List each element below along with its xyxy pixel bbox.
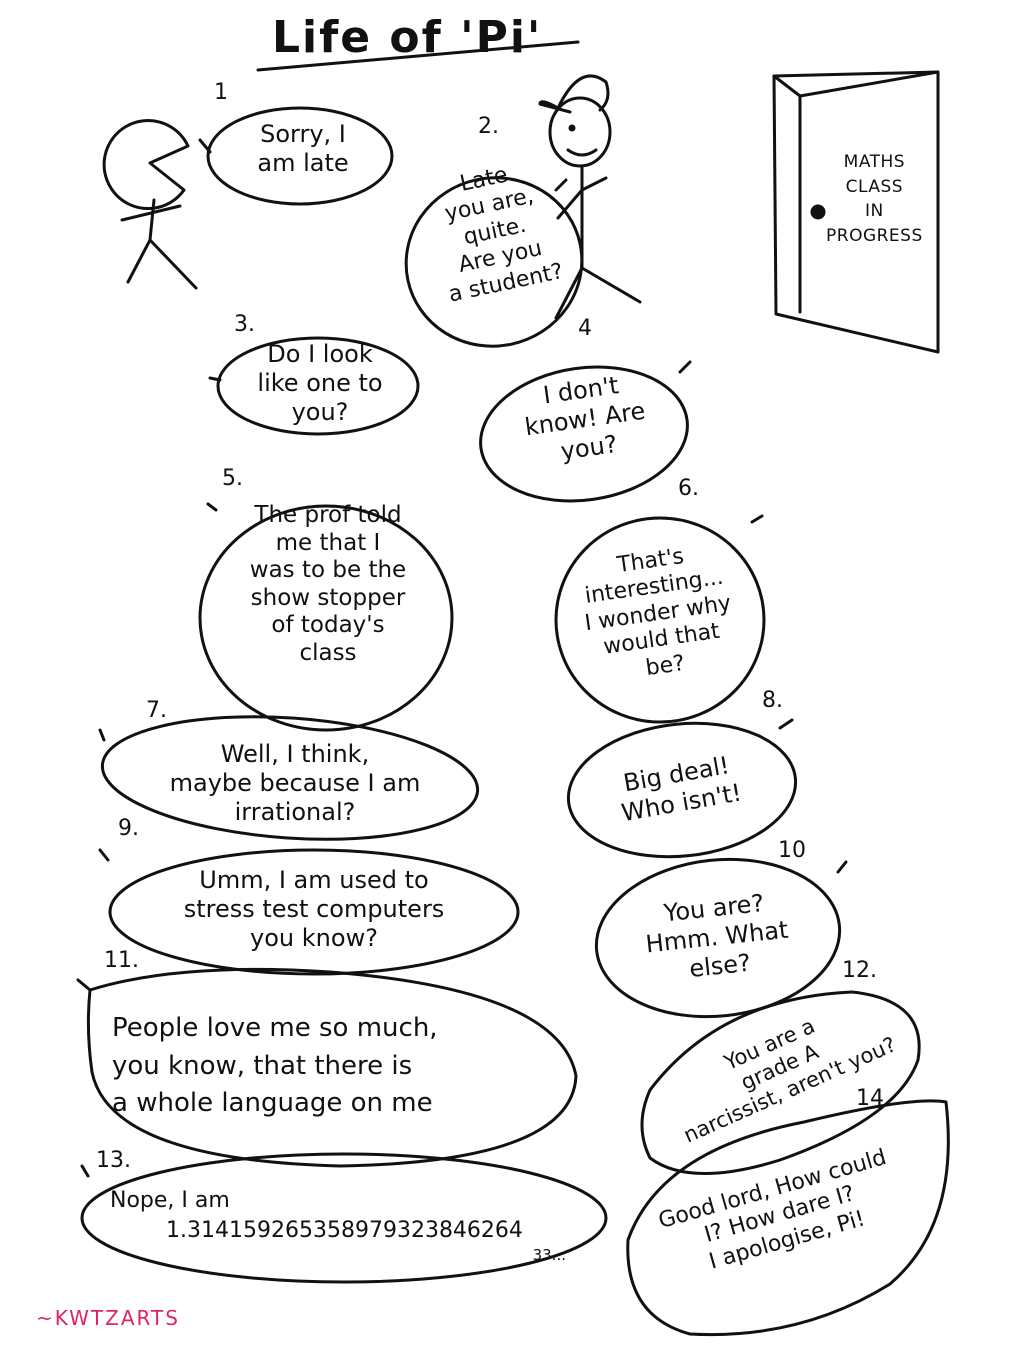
bubble-line: People love me so much, [112,1013,438,1043]
bubble-3-text: Do I look like one to you? [232,340,408,426]
bubble-9-outline [108,848,520,976]
bubble-line: 33... [532,1246,566,1265]
bubble-line: am late [257,148,349,177]
bubble-8-outline [566,721,798,859]
bubble-line: a whole language on me [112,1088,433,1119]
panel-number: 2. [478,114,499,139]
panel-number: 5. [222,466,243,491]
bubble-line: irrational? [234,797,356,826]
door-sign-line: PROGRESS [826,225,923,246]
bubble-line: you know? [250,923,378,952]
bubble-line: you know, that there is [112,1050,413,1081]
panel-number: 7. [146,698,167,723]
page-title: Life of 'Pi' [272,12,543,63]
bubble-line: class [299,639,357,666]
bubble-line: Well, I think, [220,740,370,768]
bubble-line: was to be the [249,557,407,584]
bubble-line: 1.314159265358979323846264 [166,1217,523,1243]
bubble-1-text: Sorry, I am late [218,120,388,178]
bubble-14-outline [626,1099,950,1337]
bubble-11-text: People love me so much, you know, that t… [112,1010,562,1123]
speech-bubbles [76,106,950,1337]
door-sign-line: IN [865,201,884,222]
bubble-11-outline [86,967,578,1168]
pi-head-icon [102,119,190,211]
bubble-12-outline [640,990,921,1175]
door-sign-line: CLASS [845,176,904,197]
bubble-line: of today's [271,612,385,639]
panel-number: 12. [842,958,877,983]
panel-number: 3. [234,312,255,337]
bubble-2-outline [404,176,584,348]
professor-character [538,74,642,320]
bubble-line: maybe because I am [169,768,421,797]
bubble-3-outline [216,336,420,436]
bubble-line: like one to [257,368,383,397]
bubble-line: show stopper [250,584,406,611]
panel-number: 6. [678,476,699,501]
bubble-13-outline [80,1152,608,1284]
bubble-line: you? [291,397,349,426]
bubble-10-outline [594,857,842,1019]
panel-number: 10 [778,838,806,863]
door-sign: MATHS CLASS IN PROGRESS [826,150,923,249]
door-knob-icon [810,204,826,220]
panel-number: 13. [96,1148,131,1173]
artist-signature: ~KWTZARTS [36,1306,180,1330]
bubble-line: The prof told [254,502,402,528]
bubble-line: Sorry, I [260,120,346,148]
panel-number: 8. [762,688,783,713]
panel-number: 4 [578,316,592,341]
bubble-line: Do I look [267,340,373,368]
bubble-6-outline [554,516,766,724]
bubble-1-outline [206,106,394,206]
bubble-7-outline [100,715,480,841]
panel-number: 1 [214,80,228,105]
bubble-5-outline [198,504,454,732]
pi-character [102,119,198,290]
classroom-door [772,70,940,354]
bubble-line: Umm, I am used to [199,866,429,894]
bubble-line: stress test computers [183,894,445,923]
bubble-4-outline [479,365,689,503]
panel-number: 14 [856,1086,884,1111]
title-underline [256,40,580,72]
cap-icon [538,74,610,114]
bubble-5-text: The prof told me that I was to be the sh… [216,502,440,668]
door-sign-line: MATHS [843,152,906,172]
bubble-line: me that I [275,529,381,556]
bubble-6-text: That's interesting... I wonder why would… [548,534,768,693]
bubble-13-text: Nope, I am 1.314159265358979323846264 33… [110,1186,580,1266]
professor-head-icon [548,96,612,168]
panel-number: 11. [104,948,139,973]
panel-number: 9. [118,816,139,841]
bubble-line: Nope, I am [110,1188,230,1213]
bubble-7-text: Well, I think, maybe because I am irrati… [120,740,470,826]
bubble-9-text: Umm, I am used to stress test computers … [126,866,502,952]
